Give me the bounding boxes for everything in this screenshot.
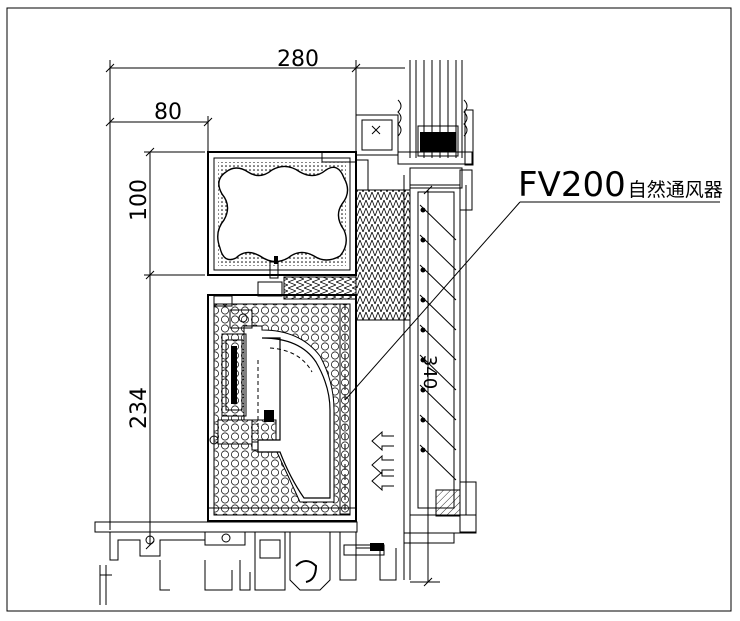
dimension-total-width: 280 xyxy=(105,47,405,530)
callout-name: 自然通风器 xyxy=(628,179,723,201)
bottom-frame-profile xyxy=(94,521,397,605)
airflow-arrow-icon xyxy=(371,470,394,492)
callout-leader-line xyxy=(344,201,521,401)
dim-label-80: 80 xyxy=(154,100,182,125)
dim-label-234: 234 xyxy=(127,387,152,429)
airflow-arrow-icon xyxy=(371,430,394,452)
top-glazing-profile xyxy=(355,60,474,166)
drawing-frame xyxy=(6,7,732,612)
dim-label-280: 280 xyxy=(277,47,319,72)
dimension-left-width: 80 xyxy=(105,100,213,160)
dimension-lower-height: 234 xyxy=(127,275,155,550)
right-louvre-panel xyxy=(355,159,477,580)
lower-vent-unit xyxy=(207,294,357,523)
dimension-right-height: 340 xyxy=(410,185,440,587)
dimension-upper-height: 100 xyxy=(127,147,205,280)
airflow-arrow-icon xyxy=(371,454,394,476)
louvre-blades xyxy=(419,204,457,481)
middle-band xyxy=(208,256,357,300)
upper-insulation-box xyxy=(207,151,357,276)
callout-model: FV200 xyxy=(518,165,626,205)
airflow-arrows xyxy=(355,430,394,505)
dim-label-100: 100 xyxy=(127,179,152,221)
dim-label-340: 340 xyxy=(419,355,440,389)
